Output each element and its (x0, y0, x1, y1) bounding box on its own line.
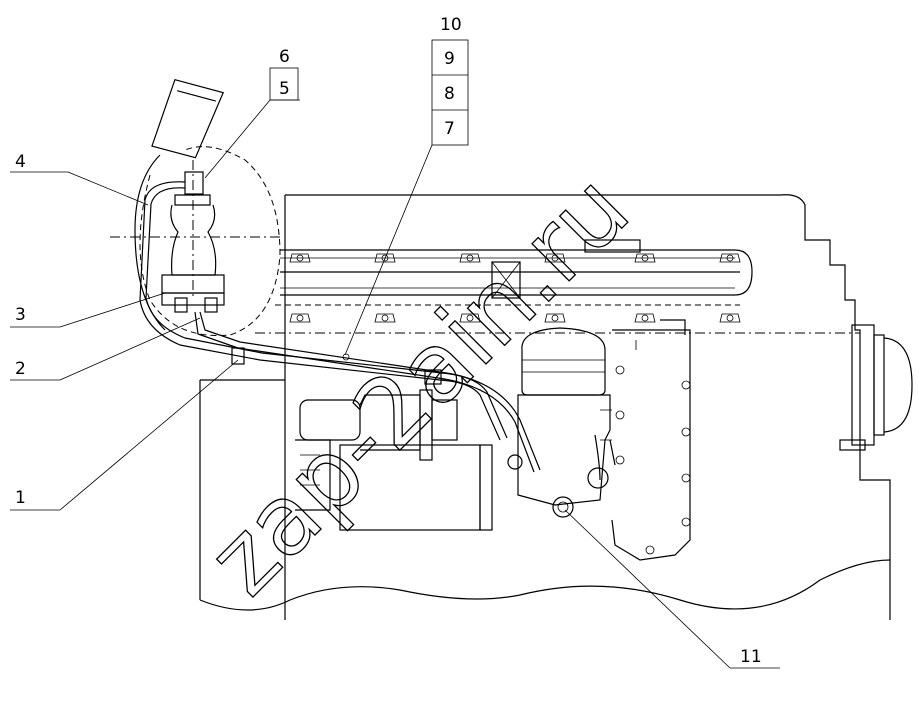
timing-cover (587, 319, 691, 561)
callout-stack-7-10 (269, 39, 469, 146)
callout-6: 6 (279, 47, 290, 67)
oil-pipe (139, 181, 541, 473)
callout-labels: 4 6 5 10 9 8 7 3 2 1 11 (15, 15, 762, 667)
crankshaft-pulley (839, 324, 913, 451)
callout-2: 2 (15, 359, 26, 379)
callout-3: 3 (15, 305, 26, 325)
callout-9: 9 (444, 49, 455, 69)
callout-11: 11 (740, 647, 762, 667)
manifold-rails (255, 249, 860, 334)
turbo-housing (110, 78, 281, 337)
callout-8: 8 (444, 84, 455, 104)
callout-4: 4 (15, 152, 26, 172)
manifold-bolts (289, 253, 741, 323)
callout-10: 10 (440, 15, 462, 35)
engine-block-outline (199, 194, 891, 620)
watermark-text: zap-2ain.ru (187, 153, 650, 616)
starter-motor (295, 389, 493, 531)
callout-1: 1 (15, 488, 26, 508)
callout-7: 7 (444, 119, 455, 139)
callout-5: 5 (279, 79, 290, 99)
leader-lines (10, 99, 780, 669)
oil-filter (517, 327, 616, 518)
manifold-bracket (491, 239, 641, 299)
